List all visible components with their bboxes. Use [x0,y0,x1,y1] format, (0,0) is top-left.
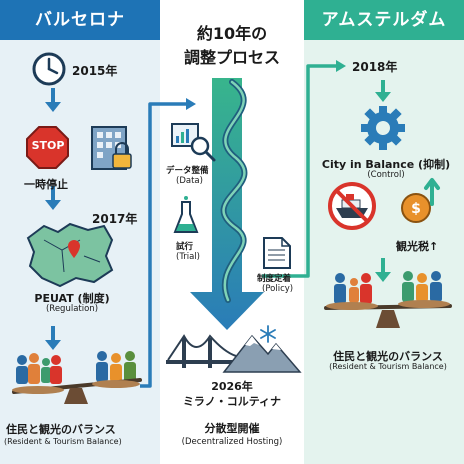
barcelona-balance-subtitle: (Resident & Tourism Balance) [4,437,122,446]
center-title-line2: 調整プロセス [183,48,281,67]
hosting-title: 分散型開催 [204,422,260,435]
data-subtitle: (Data) [176,176,203,186]
coin-arrow-icon: $ [401,178,440,223]
policy-label: 制度定着 [257,274,292,284]
stop-sign-label: STOP [31,139,65,152]
building-lock-icon [91,126,132,170]
hosting-subtitle: (Decentralized Hosting) [181,437,283,447]
no-cruise-icon [328,182,376,230]
trial-subtitle: (Trial) [176,252,201,262]
magnifier-chart-icon [171,123,216,162]
balance-scale-icon-right [324,300,452,328]
barcelona-year-2017: 2017年 [92,212,138,226]
milan-year: 2026年 [211,380,253,393]
people-icon-right [334,271,442,304]
people-icon [16,351,136,384]
barcelona-year-2015: 2015年 [72,64,118,78]
center-title-line1: 約10年の [196,24,268,43]
amsterdam-connector [262,64,338,278]
stop-sign-icon [26,126,69,169]
policy-subtitle: (Policy) [262,284,294,294]
control-subtitle: (Control) [367,170,405,180]
regulation-subtitle: (Regulation) [45,304,99,314]
control-title: City in Balance (抑制) [321,158,451,171]
mountain-icon [222,334,302,373]
flask-icon [173,196,199,233]
barcelona-balance-title: 住民と観光のバランス [6,423,116,436]
data-label: データ整備 [166,166,209,176]
amsterdam-balance-subtitle: (Resident & Tourism Balance) [329,362,447,371]
amsterdam-header: アムステルダム [304,0,464,40]
barcelona-flow-arrows [45,88,61,350]
amsterdam-flow-arrows [375,80,391,282]
amsterdam-column [304,0,464,464]
barcelona-connector [140,102,188,388]
snowflake-icon [260,325,276,343]
bridge-icon [166,334,240,368]
pause-label: 一時停止 [24,178,68,191]
amsterdam-balance-title: 住民と観光のバランス [333,350,443,363]
clock-icon [32,52,66,86]
balance-scale-icon [12,378,142,404]
gear-icon [361,106,405,150]
milan-city: ミラノ・コルティナ [182,395,282,408]
barcelona-header: バルセロナ [0,0,160,40]
center-process-arrow [190,78,264,330]
svg-text:$: $ [411,201,421,217]
tax-label: 観光税↑ [396,240,439,253]
trial-label: 試行 [176,242,194,252]
map-icon [26,222,114,288]
regulation-title: PEUAT (制度) [34,292,110,305]
document-icon [263,237,291,269]
amsterdam-year-2018: 2018年 [352,60,398,74]
